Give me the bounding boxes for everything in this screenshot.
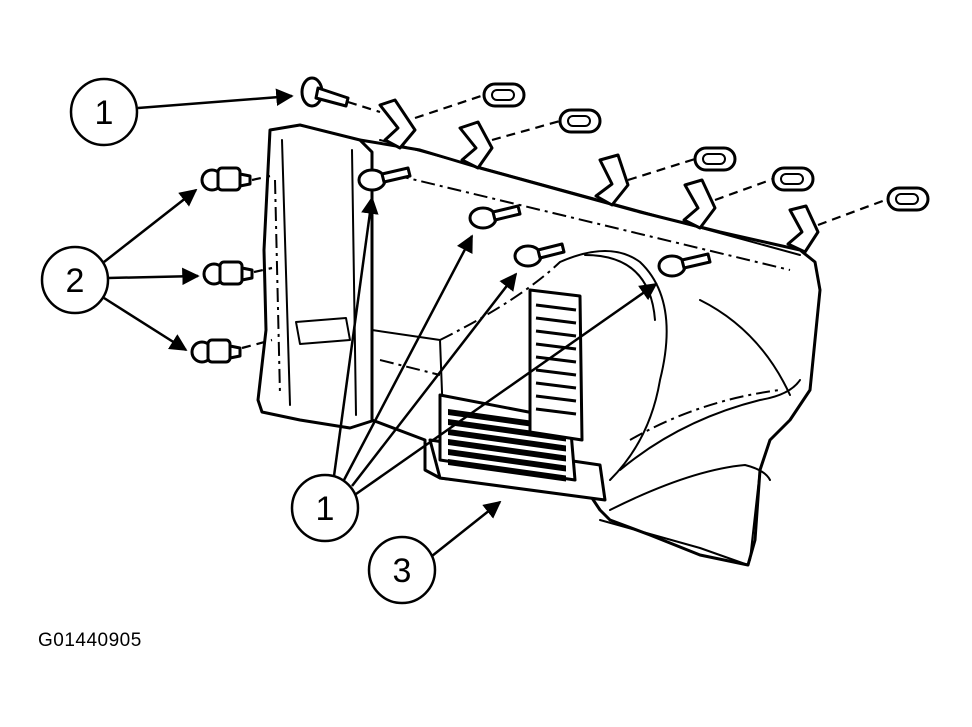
retaining-clips — [378, 82, 930, 254]
callout-label: 1 — [95, 94, 114, 132]
trim-panel-left-pillar — [256, 123, 377, 430]
push-pin — [202, 260, 273, 286]
oval-clip — [693, 146, 737, 172]
callout-1-bottom: 1 — [290, 473, 360, 543]
oval-clip — [886, 186, 930, 212]
trim-panel-main — [358, 138, 822, 567]
screw-top — [300, 76, 381, 114]
screw — [657, 252, 712, 278]
push-pin — [200, 166, 271, 192]
screw — [468, 204, 522, 230]
callout-label: 2 — [66, 262, 85, 300]
callout-label: 3 — [393, 552, 412, 590]
screw — [357, 166, 412, 192]
screw — [513, 242, 566, 268]
speaker-grille — [428, 288, 607, 502]
callout-1-top: 1 — [69, 77, 139, 147]
oval-clip — [558, 108, 602, 134]
oval-clip — [771, 166, 815, 192]
callout-3: 3 — [367, 535, 437, 605]
callout-label: 1 — [316, 490, 335, 528]
push-pin — [190, 338, 273, 364]
figure-code: G01440905 — [38, 630, 142, 651]
oval-clip — [482, 82, 526, 108]
callout-2: 2 — [40, 245, 110, 315]
